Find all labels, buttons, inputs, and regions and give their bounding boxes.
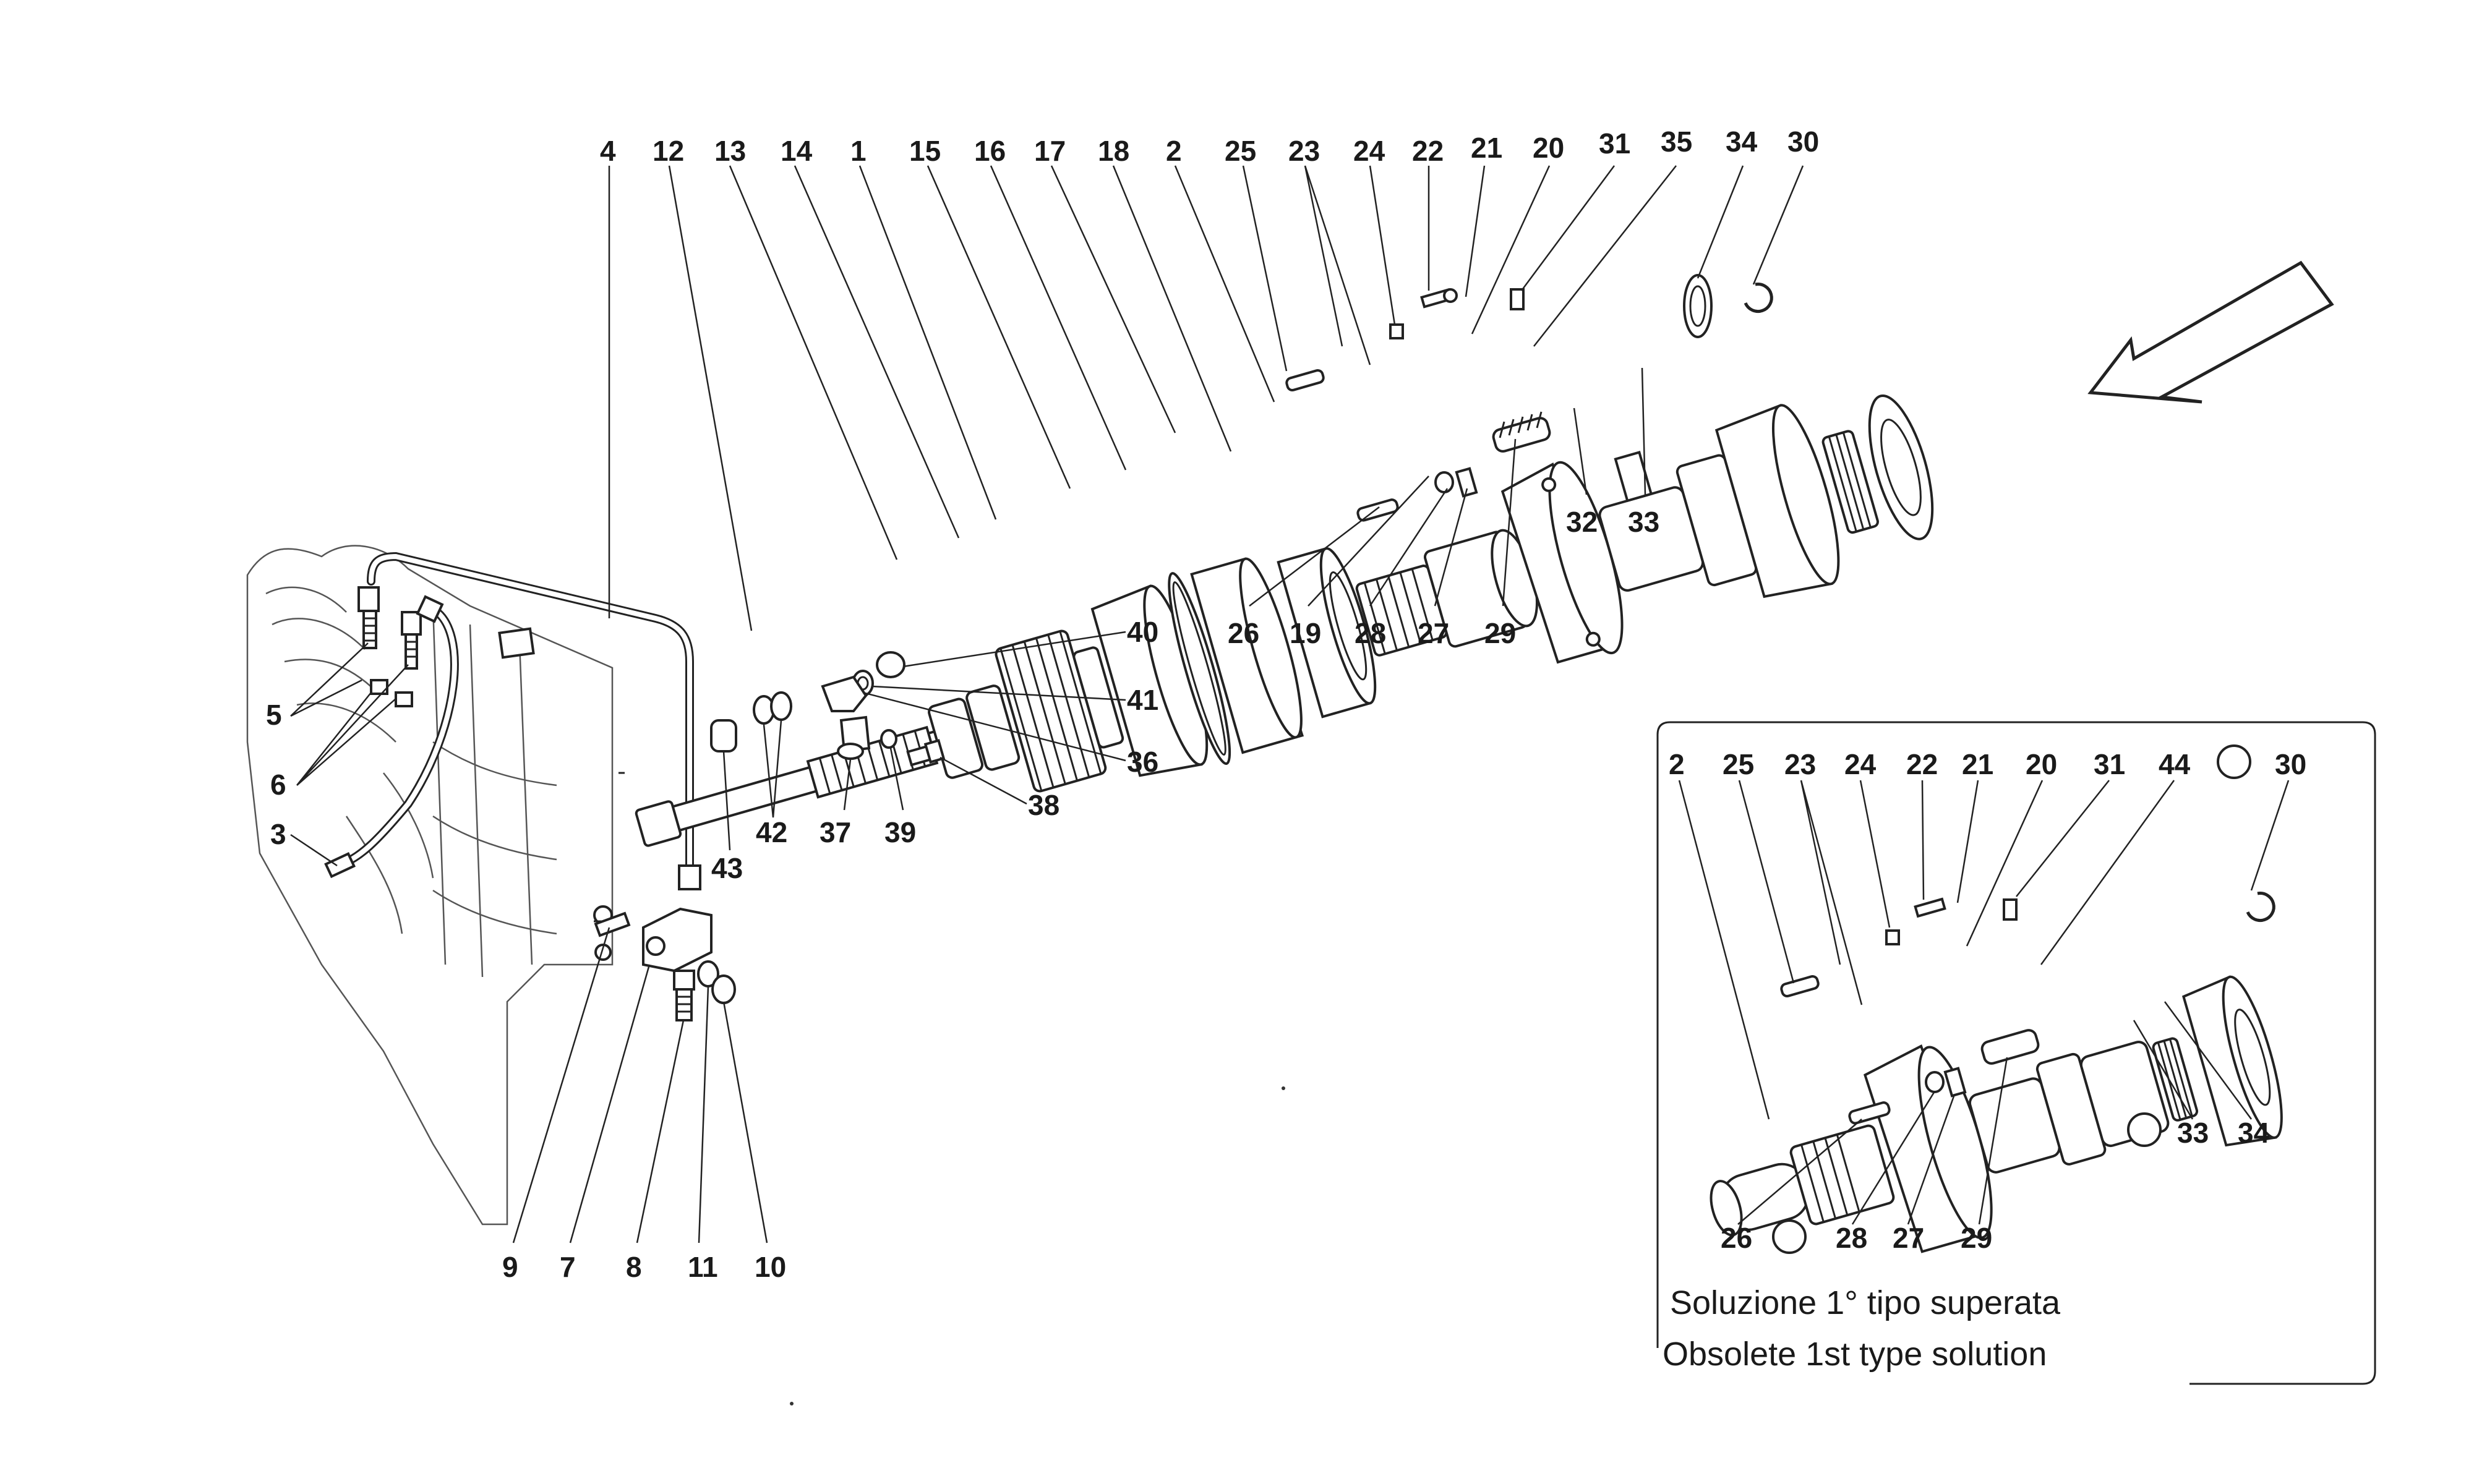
callout-5: 5 [266,699,282,731]
callout-9: 9 [502,1251,518,1283]
main-callouts: 4 12 13 14 1 15 16 17 18 2 25 23 24 22 2… [266,126,1819,1283]
inset-callout-2: 2 [1669,748,1685,780]
callout-8: 8 [626,1251,642,1283]
callout-18: 18 [1098,135,1129,167]
inset-circle-marker [2217,744,2251,779]
callout-21: 21 [1471,132,1502,164]
union-block [594,864,736,1021]
hose [324,595,459,879]
inset-callout-25: 25 [1723,748,1754,780]
hydraulic-fittings [357,586,422,707]
callout-31: 31 [1599,127,1630,160]
callout-36: 36 [1127,746,1158,778]
callout-24: 24 [1353,135,1385,167]
direction-arrow-icon [2087,260,2334,404]
callout-6: 6 [270,769,286,801]
pipe [367,552,694,876]
inset-callout-23: 23 [1784,748,1816,780]
callout-23: 23 [1288,135,1320,167]
callout-17: 17 [1034,135,1066,167]
inset-callout-29: 29 [1961,1222,1992,1254]
inset-callout-31: 31 [2094,748,2125,780]
callout-14: 14 [781,135,813,167]
callout-27: 27 [1418,617,1449,649]
callout-7: 7 [560,1251,576,1283]
callout-37: 37 [820,816,851,848]
inset-circle-marker [1772,1219,1807,1254]
inset-callout-20: 20 [2026,748,2057,780]
inset-callout-34: 34 [2238,1117,2270,1149]
callout-34: 34 [1726,126,1758,158]
inset-panel: 2 25 23 24 22 21 20 31 44 30 33 34 26 28… [1656,721,2376,1385]
callout-38: 38 [1028,789,1059,821]
callout-29: 29 [1484,617,1516,649]
callout-32: 32 [1566,506,1598,538]
callout-41: 41 [1127,684,1158,716]
inset-caption-english: Obsolete 1st type solution [1663,1336,2047,1373]
gearbox-housing [246,545,625,1226]
callout-40: 40 [1127,616,1158,648]
callout-43: 43 [711,852,743,884]
callout-11: 11 [688,1251,718,1283]
callout-1: 1 [850,135,867,167]
inset-callout-44: 44 [2159,748,2191,780]
inset-callout-26: 26 [1721,1222,1752,1254]
inset-callout-28: 28 [1836,1222,1867,1254]
callout-10: 10 [755,1251,786,1283]
inset-callout-30: 30 [2275,748,2306,780]
callout-2: 2 [1166,135,1182,167]
callout-16: 16 [974,135,1006,167]
inset-callout-33: 33 [2177,1117,2209,1149]
inset-callout-21: 21 [1962,748,1993,780]
callout-26: 26 [1228,617,1259,649]
callout-28: 28 [1355,617,1386,649]
inset-callout-24: 24 [1844,748,1877,780]
callout-15: 15 [909,135,941,167]
callout-13: 13 [714,135,746,167]
callout-3: 3 [270,818,286,850]
inset-callout-22: 22 [1906,748,1938,780]
callout-33: 33 [1628,506,1659,538]
callout-20: 20 [1533,132,1564,164]
callout-19: 19 [1290,617,1321,649]
inset-circle-marker [2127,1112,2162,1147]
callout-22: 22 [1412,135,1444,167]
callout-25: 25 [1225,135,1256,167]
callout-42: 42 [756,816,787,848]
inset-callout-27: 27 [1893,1222,1924,1254]
inset-caption-italian: Soluzione 1° tipo superata [1670,1284,2061,1321]
main-shaft-assembly [635,394,1934,847]
callout-12: 12 [653,135,684,167]
callout-39: 39 [884,816,916,848]
callout-30: 30 [1787,126,1819,158]
callout-4: 4 [600,135,616,167]
callout-35: 35 [1661,126,1692,158]
leader-lines [290,165,1804,1243]
